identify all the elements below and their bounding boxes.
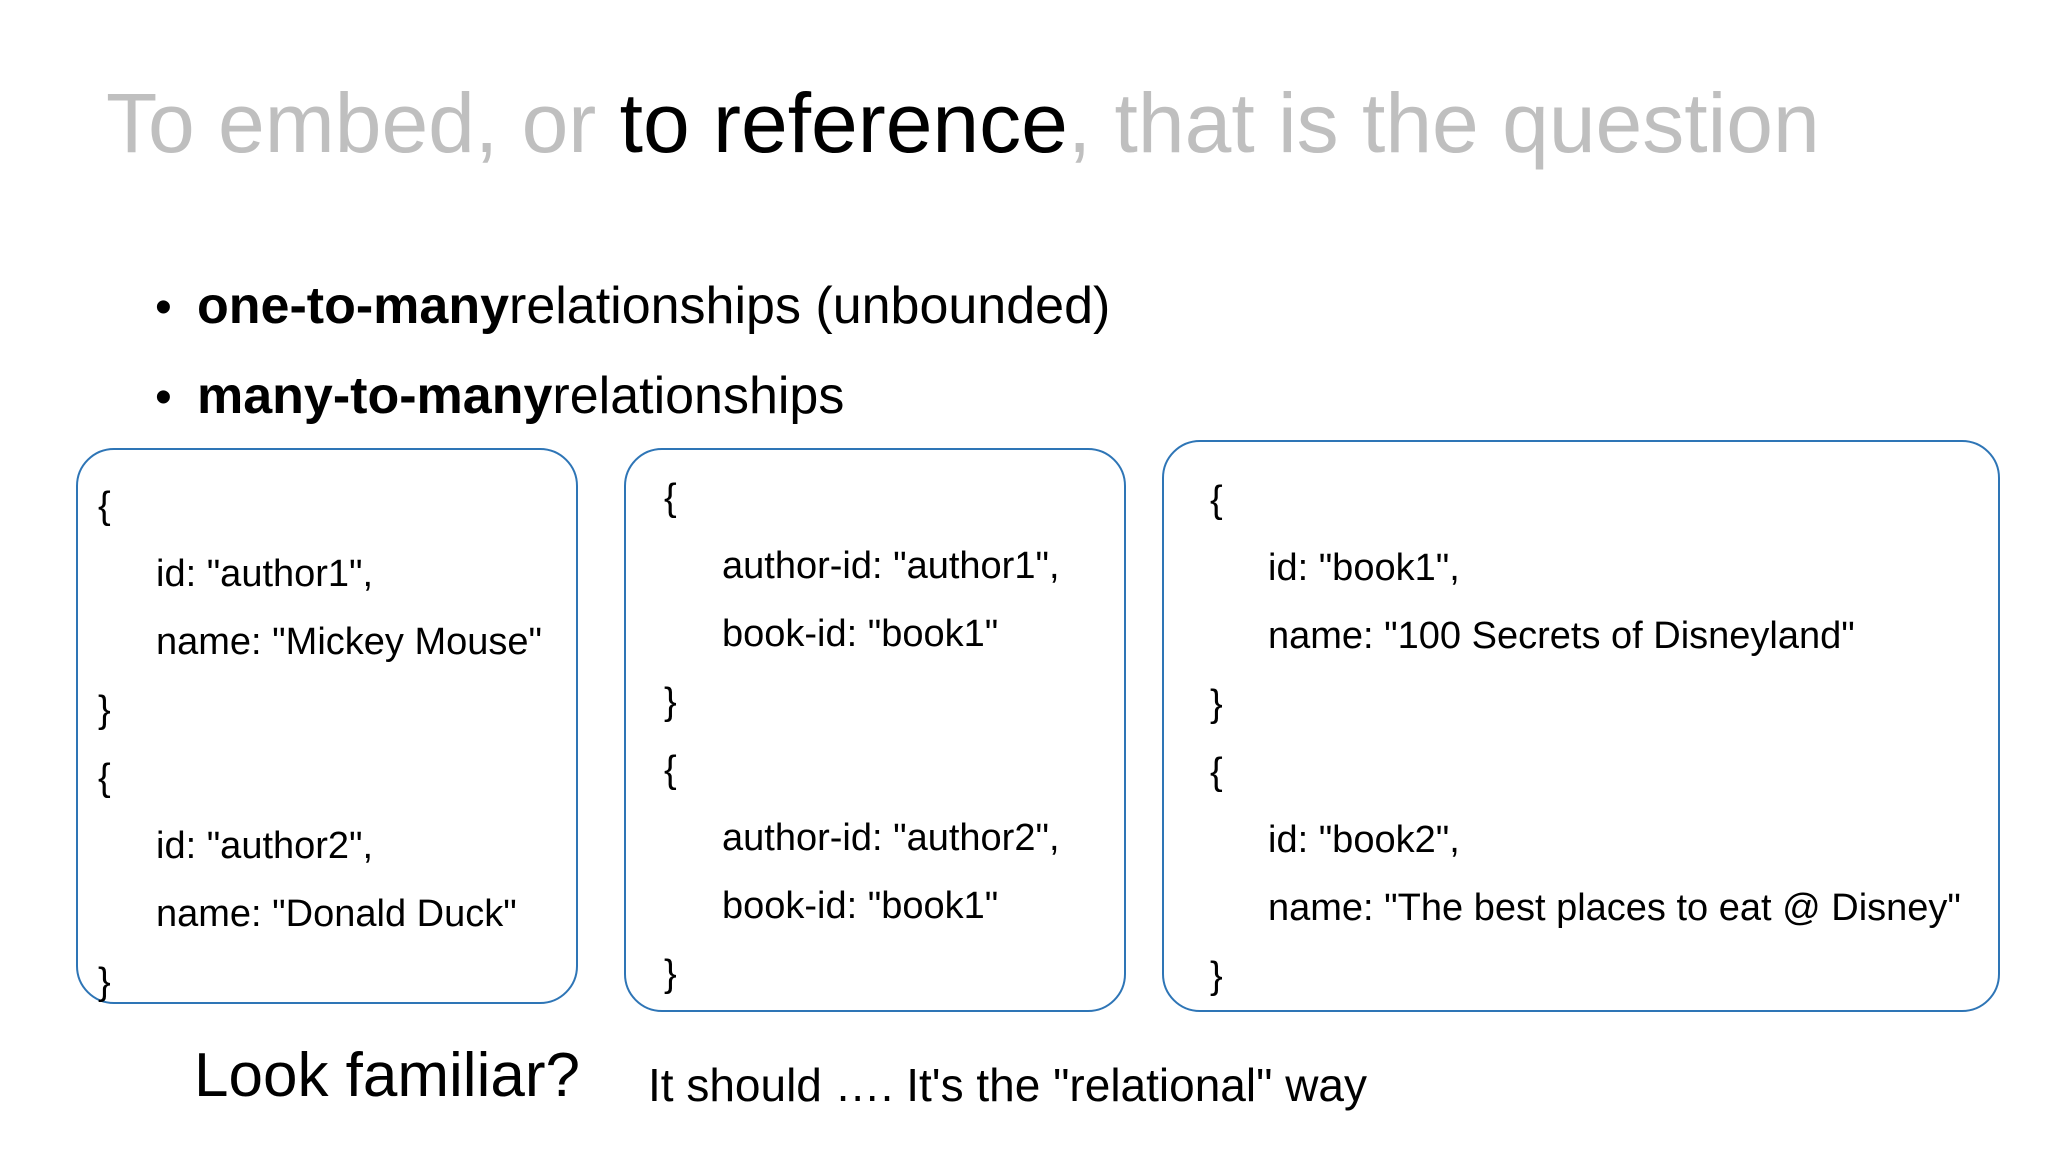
title-part-2: , that is the question (1067, 76, 1820, 170)
bullet-bold: one-to-many (197, 277, 509, 335)
code-line: id: "author2", (156, 825, 374, 867)
bullet-dot-icon: • (155, 281, 172, 334)
code-line: } (664, 953, 677, 995)
author-book-link-card: { author-id: "author1", book-id: "book1"… (624, 448, 1126, 1012)
slide-title: To embed, or to reference, that is the q… (106, 68, 1820, 178)
code-line: id: "book1", (1268, 547, 1460, 589)
code-line: { (98, 485, 111, 527)
code-line: book-id: "book1" (722, 613, 999, 655)
code-line: { (664, 749, 677, 791)
code-line: { (98, 757, 111, 799)
code-line: } (98, 689, 111, 731)
bullet-item-many-to-many: • many-to-many relationships (155, 352, 1110, 442)
bullet-bold: many-to-many (197, 367, 553, 425)
code-line: name: "100 Secrets of Disneyland" (1268, 615, 1855, 657)
footer-question: Look familiar? (194, 1041, 580, 1110)
title-emphasis: to reference (619, 76, 1068, 170)
title-part-1: To embed, or (106, 76, 620, 170)
code-line: } (664, 681, 677, 723)
code-line: name: "Mickey Mouse" (156, 621, 542, 663)
code-line: id: "author1", (156, 553, 374, 595)
code-line: } (1210, 683, 1223, 725)
code-line: { (1210, 479, 1223, 521)
code-line: author-id: "author2", (722, 817, 1060, 859)
bullet-list: • one-to-many relationships (unbounded) … (155, 262, 1110, 442)
code-line: name: "The best places to eat @ Disney" (1268, 887, 1961, 929)
authors-document-card: { id: "author1", name: "Mickey Mouse" } … (76, 448, 578, 1004)
bullet-item-one-to-many: • one-to-many relationships (unbounded) (155, 262, 1110, 352)
code-line: { (664, 477, 677, 519)
books-document-card: { id: "book1", name: "100 Secrets of Dis… (1162, 440, 2000, 1012)
footer-answer: It should …. It's the "relational" way (648, 1059, 1367, 1111)
code-line: book-id: "book1" (722, 885, 999, 927)
bullet-dot-icon: • (155, 371, 172, 424)
code-line: author-id: "author1", (722, 545, 1060, 587)
bullet-text: relationships (552, 367, 845, 425)
code-line: name: "Donald Duck" (156, 893, 517, 935)
code-line: { (1210, 751, 1223, 793)
bullet-text: relationships (unbounded) (509, 277, 1111, 335)
code-line: } (1210, 955, 1223, 997)
code-line: id: "book2", (1268, 819, 1460, 861)
code-line: } (98, 961, 111, 1003)
